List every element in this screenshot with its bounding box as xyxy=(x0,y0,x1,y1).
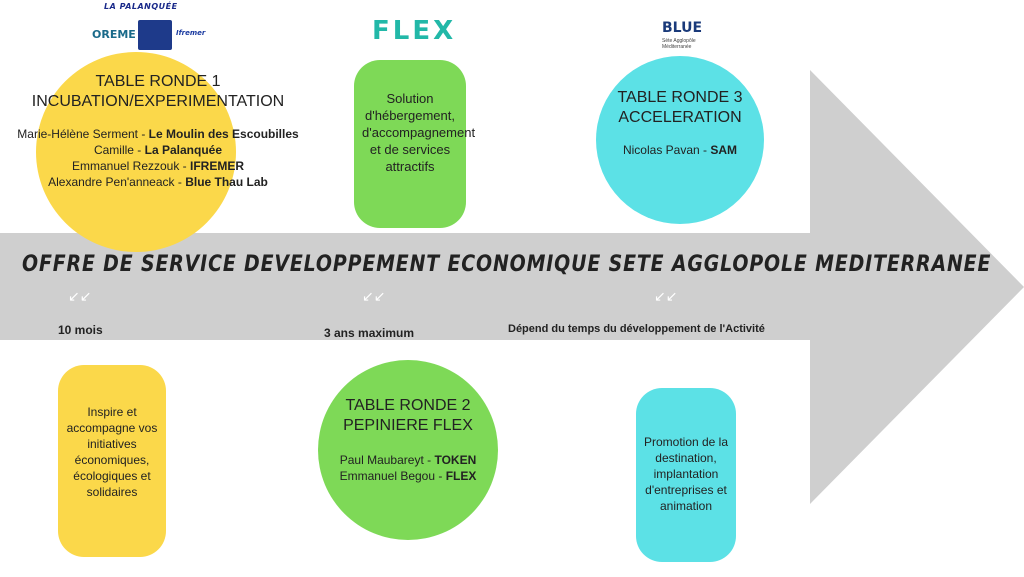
incubation-service-text: Inspire et accompagne vos initiatives éc… xyxy=(66,405,158,499)
table-ronde-3-circle xyxy=(596,56,764,224)
ifremer-logo: Ifremer xyxy=(176,29,206,37)
blue-logo: BLUE xyxy=(662,20,703,36)
down-arrows-icon: ↙↙ xyxy=(654,288,678,304)
table-ronde-2: TABLE RONDE 2 PEPINIERE FLEX Paul Maubar… xyxy=(318,396,498,484)
acceleration-service-box xyxy=(636,388,736,562)
table-ronde-1: TABLE RONDE 1 INCUBATION/EXPERIMENTATION… xyxy=(0,72,316,190)
flex-logo: FLEX xyxy=(372,16,457,46)
participant: Alexandre Pen'anneack - Blue Thau Lab xyxy=(48,175,268,189)
table-ronde-2-subtitle: PEPINIERE FLEX xyxy=(343,417,473,434)
blue-logo-subtitle: Sète Agglopôle Méditerranée xyxy=(662,38,696,50)
table-ronde-2-title: TABLE RONDE 2 xyxy=(345,397,471,414)
participant: Paul Maubareyt - TOKEN xyxy=(339,453,477,467)
duration-pepiniere: 3 ans maximum xyxy=(324,326,415,340)
table-ronde-3: TABLE RONDE 3 ACCELERATION Nicolas Pavan… xyxy=(596,88,764,158)
table-ronde-3-title: TABLE RONDE 3 xyxy=(617,89,743,106)
down-arrows-icon: ↙↙ xyxy=(68,288,92,304)
down-arrows-icon: ↙↙ xyxy=(362,288,386,304)
oreme-logo: OREME xyxy=(92,28,136,41)
duration-incubation: 10 mois xyxy=(58,323,103,337)
banner-title: OFFRE DE SERVICE DEVELOPPEMENT ECONOMIQU… xyxy=(22,252,992,277)
duration-acceleration: Dépend du temps du développement de l'Ac… xyxy=(508,323,765,335)
participant: Camille - La Palanquée xyxy=(93,143,223,157)
table-ronde-1-circle xyxy=(36,52,236,252)
table-ronde-3-subtitle: ACCELERATION xyxy=(618,109,742,126)
participant: Nicolas Pavan - SAM xyxy=(622,143,738,157)
flex-service-box xyxy=(354,60,466,228)
participant: Emmanuel Begou - FLEX xyxy=(339,469,477,483)
participant: Emmanuel Rezzouk - IFREMER xyxy=(71,159,245,173)
flex-service-text: Solution d'hébergement, d'accompagnement… xyxy=(362,91,476,174)
table-ronde-1-subtitle: INCUBATION/EXPERIMENTATION xyxy=(31,93,285,110)
palanquee-logo: LA PALANQUÉE xyxy=(104,2,178,11)
university-seal-logo xyxy=(138,20,172,50)
incubation-service-box xyxy=(58,365,166,557)
participant: Marie-Hélène Serment - Le Moulin des Esc… xyxy=(17,127,299,141)
acceleration-service-text: Promotion de la destination, implantatio… xyxy=(643,435,729,513)
table-ronde-1-title: TABLE RONDE 1 xyxy=(95,73,221,90)
table-ronde-2-circle xyxy=(318,360,498,540)
